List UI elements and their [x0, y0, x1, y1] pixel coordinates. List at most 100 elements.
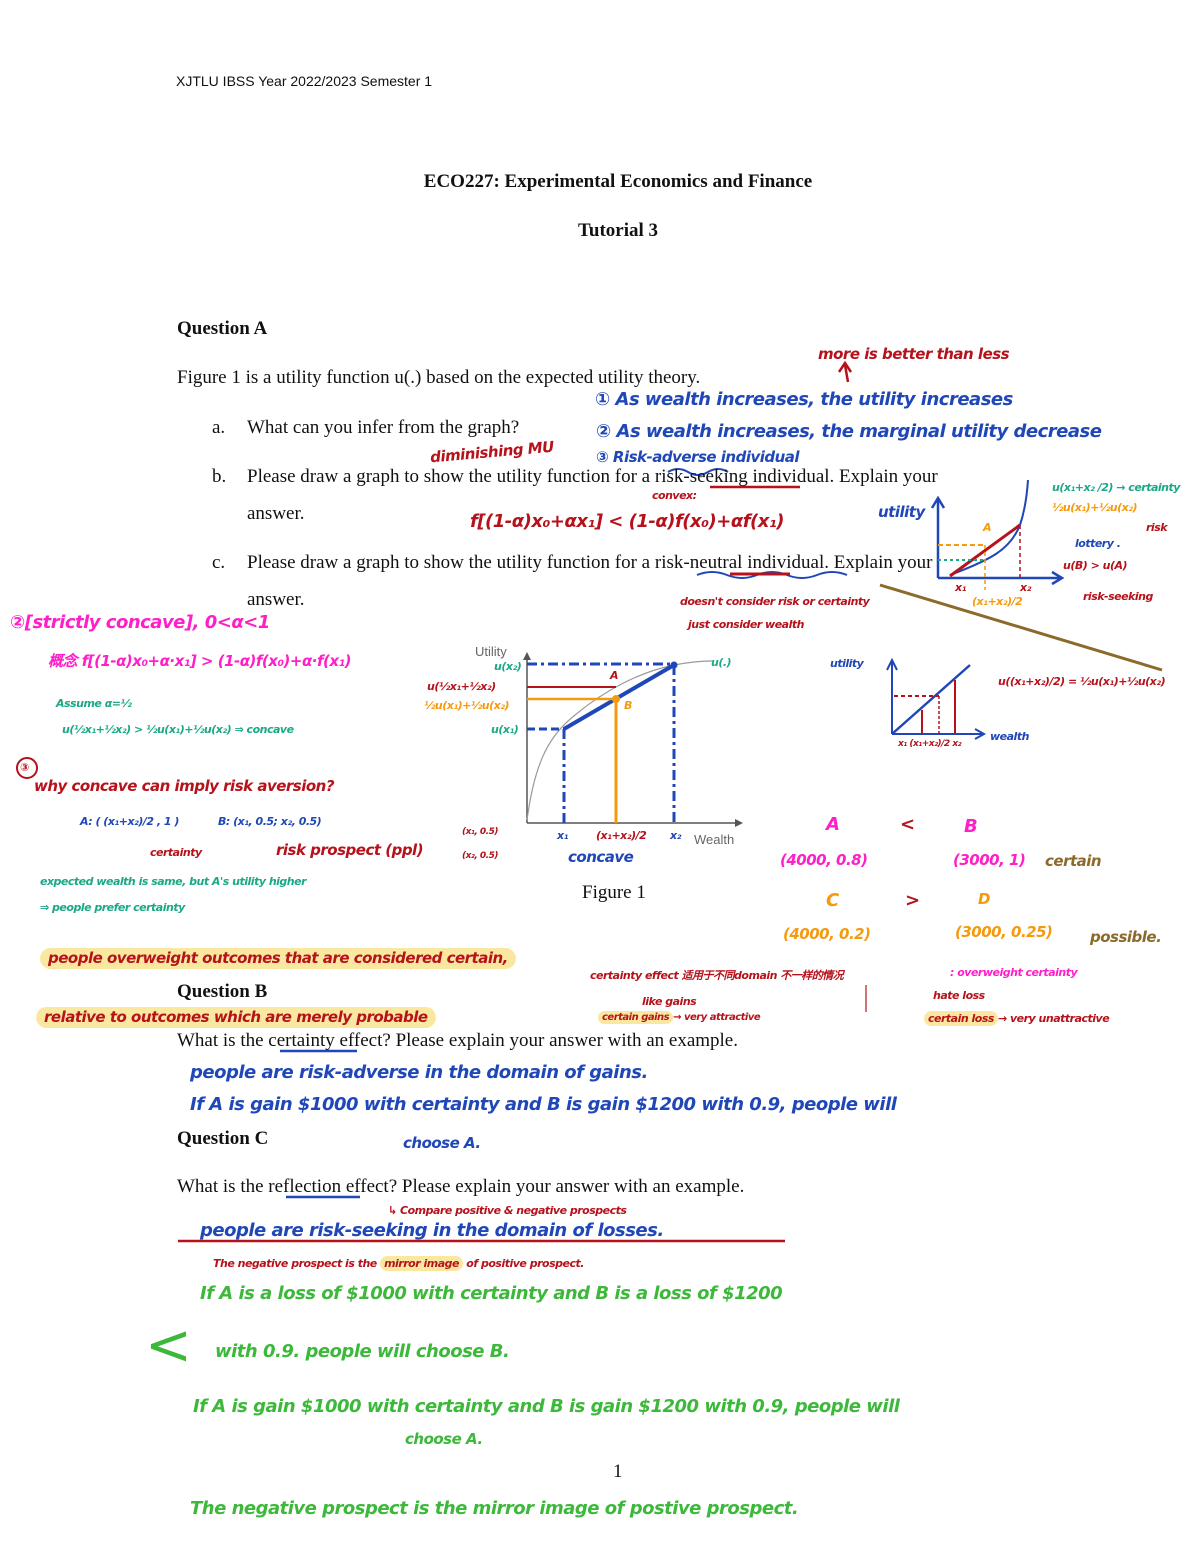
note-rs-eu: ½u(x₁)+½u(x₂) — [1052, 501, 1138, 514]
note-neutral-1: doesn't consider risk or certainty — [680, 595, 870, 608]
label-x2: x₂ — [670, 829, 681, 842]
note-option-b: B: (x₁, 0.5; x₂, 0.5) — [218, 815, 322, 828]
page-title: ECO227: Experimental Economics and Finan… — [423, 171, 813, 192]
question-b-pre: What is the — [177, 1030, 269, 1051]
item-c-cont: answer. — [247, 589, 305, 610]
note-utility-b: utility — [878, 503, 925, 521]
figure-1-chart — [523, 652, 743, 827]
note-concave-def: ②[strictly concave], 0<α<1 — [10, 612, 270, 633]
note-rs-inequality: u(B) > u(A) — [1063, 559, 1128, 572]
note-hate-loss: hate loss — [933, 989, 985, 1002]
note-ce-definition-1: people overweight outcomes that are cons… — [40, 948, 516, 969]
question-c-text: What is the reflection effect? Please ex… — [177, 1177, 744, 1196]
note-d-value: (3000, 0.25) — [955, 923, 1053, 941]
note-rn-utility: utility — [830, 657, 864, 670]
item-b-marker: b. — [212, 466, 227, 487]
note-c-value: (4000, 0.2) — [783, 925, 871, 943]
note-why-concave: why concave can imply risk aversion? — [34, 777, 335, 795]
note-rs-x2: x₂ — [1020, 581, 1031, 594]
item-b-cont: answer. — [247, 503, 305, 524]
label-u-function: u(.) — [711, 656, 732, 669]
page-number: 1 — [613, 1461, 623, 1482]
note-more-better: more is better than less — [818, 345, 1010, 363]
question-c-heading: Question C — [177, 1128, 269, 1149]
note-rs-a: A — [983, 521, 992, 534]
label-point-a: A — [610, 669, 619, 682]
figure-x-axis-label: Wealth — [694, 832, 735, 847]
note-b-answer-2: If A is gain $1000 with certainty and B … — [190, 1094, 897, 1115]
note-c-mirror-pre: The negative prospect is the — [213, 1257, 381, 1270]
note-option-a: A: ( (x₁+x₂)/2 , 1 ) — [80, 815, 179, 828]
label-eu: ½u(x₁)+½u(x₂) — [424, 699, 510, 712]
note-rs-x1: x₁ — [955, 581, 966, 594]
note-assume: Assume α=½ — [56, 697, 132, 710]
label-xmid: (x₁+x₂)/2 — [596, 829, 647, 842]
note-b-value: (3000, 1) — [953, 851, 1026, 869]
note-num3: ③ — [20, 761, 29, 774]
note-a3: ③ Risk-adverse individual — [596, 448, 800, 466]
note-risk-prospect: risk prospect (ppl) — [276, 841, 424, 859]
label-concave: concave — [568, 848, 634, 866]
question-a-intro: Figure 1 is a utility function u(.) base… — [177, 367, 701, 388]
note-greater-than: > — [905, 890, 920, 911]
label-u-x2: u(x₂) — [494, 660, 522, 673]
note-branch-2: (x₂, 0.5) — [462, 851, 498, 861]
note-c-mirror-post: of positive prospect. — [462, 1257, 584, 1270]
note-prefer-certainty: ⇒ people prefer certainty — [40, 901, 185, 914]
note-a1: ① As wealth increases, the utility incre… — [595, 389, 1013, 410]
page-header: XJTLU IBSS Year 2022/2023 Semester 1 — [176, 73, 433, 89]
note-rs-xmid: (x₁+x₂)/2 — [972, 595, 1023, 608]
note-b-answer-3: choose A. — [403, 1134, 481, 1152]
note-c-compare: ↳ Compare positive & negative prospects — [388, 1204, 627, 1217]
risk-neutral-sketch — [886, 657, 987, 740]
figure-y-axis-label: Utility — [475, 644, 507, 659]
note-a-value: (4000, 0.8) — [780, 851, 868, 869]
note-less-than: < — [900, 814, 915, 835]
note-convex-formula: f[(1-α)x₀+αx₁] < (1-α)f(x₀)+αf(x₁) — [470, 511, 784, 532]
note-green-5: The negative prospect is the mirror imag… — [190, 1498, 799, 1519]
note-green-4: choose A. — [405, 1430, 483, 1448]
question-b-post: ? Please explain your answer with an exa… — [382, 1030, 738, 1051]
item-a-marker: a. — [212, 417, 226, 438]
point-x2 — [670, 661, 678, 669]
item-c-marker: c. — [212, 552, 226, 573]
note-possible: possible. — [1090, 928, 1162, 946]
note-certain-loss: certain loss — [924, 1011, 998, 1026]
note-convex: convex: — [652, 489, 697, 502]
note-certainty: certainty — [150, 846, 202, 859]
note-expected-same: expected wealth is same, but A's utility… — [40, 875, 307, 888]
note-c-answer-1: people are risk-seeking in the domain of… — [200, 1220, 664, 1241]
note-certain: certain — [1045, 852, 1102, 870]
note-c: C — [826, 890, 839, 911]
note-neutral-2: just consider wealth — [688, 618, 804, 631]
note-ce-definition-2: relative to outcomes which are merely pr… — [36, 1007, 436, 1028]
note-green-2: with 0.9. people will choose B. — [215, 1341, 510, 1362]
term-reflection-effect: reflection effect — [268, 1176, 389, 1197]
question-b-heading: Question B — [177, 981, 268, 1002]
note-a: A — [826, 814, 840, 835]
utility-curve — [526, 660, 713, 821]
note-overweight: : overweight certainty — [950, 966, 1078, 979]
question-b-text: What is the certainty effect? Please exp… — [177, 1031, 738, 1050]
arrow-up — [837, 360, 853, 383]
label-x1: x₁ — [557, 829, 568, 842]
question-c-post: ? Please explain your answer with an exa… — [388, 1176, 745, 1197]
term-certainty-effect: certainty effect — [268, 1030, 383, 1051]
note-b-answer-1: people are risk-adverse in the domain of… — [190, 1062, 648, 1083]
item-b-text: Please draw a graph to show the utility … — [247, 466, 938, 487]
note-d: D — [978, 890, 990, 908]
note-concave-formula: 概念 f[(1-α)x₀+α·x₁] > (1-α)f(x₀)+α·f(x₁) — [48, 652, 351, 670]
label-point-b: B — [624, 699, 632, 712]
question-a-heading: Question A — [177, 318, 268, 339]
label-u-mid: u(½x₁+½x₂) — [427, 680, 496, 693]
note-diminishing-mu: diminishing MU — [429, 437, 555, 467]
note-green-3: If A is gain $1000 with certainty and B … — [193, 1396, 900, 1417]
note-green-bracket: < — [145, 1313, 192, 1378]
page-subtitle: Tutorial 3 — [577, 220, 659, 241]
note-rn-wealth: wealth — [990, 730, 1029, 743]
y-axis-arrow — [523, 652, 531, 660]
note-c-mirror: The negative prospect is the mirror imag… — [213, 1256, 584, 1271]
note-rn-equation: u((x₁+x₂)/2) = ½u(x₁)+½u(x₂) — [998, 675, 1166, 688]
point-b — [612, 695, 620, 703]
